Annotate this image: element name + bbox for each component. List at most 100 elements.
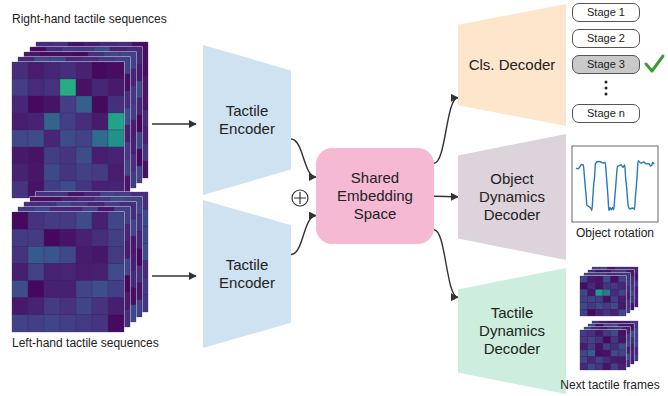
- heatmap-cell: [28, 298, 44, 315]
- heatmap-cell: [108, 130, 124, 147]
- heatmap-cell: [60, 281, 76, 298]
- heatmap-cell: [44, 62, 60, 79]
- heatmap-cell: [603, 309, 611, 316]
- heatmap-cell: [588, 283, 596, 290]
- connector-arrow: [434, 98, 458, 164]
- heatmap-cell: [76, 263, 92, 280]
- heatmap-cell: [44, 246, 60, 263]
- heatmap-cell: [92, 62, 108, 79]
- heatmap-cell: [12, 130, 28, 147]
- heatmap-cell: [76, 62, 92, 79]
- tactile-frame: [588, 270, 634, 310]
- heatmap-cell: [44, 229, 60, 246]
- heatmap-cell: [611, 357, 619, 364]
- ellipsis-dot: [605, 81, 608, 84]
- heatmap-cell: [12, 147, 28, 164]
- heatmap-cell: [580, 289, 588, 296]
- heatmap-cell: [60, 96, 76, 113]
- heatmap-cell: [108, 315, 124, 332]
- heatmap-cell: [603, 283, 611, 290]
- stage-box: Stage n: [572, 104, 640, 123]
- heatmap-cell: [108, 229, 124, 246]
- heatmap-cell: [596, 344, 604, 351]
- frame-border: [592, 267, 638, 307]
- heatmap-cell: [76, 246, 92, 263]
- heatmap-cell: [619, 344, 627, 351]
- tactile-frame: [36, 192, 148, 312]
- heatmap-cell: [60, 62, 76, 79]
- heatmap-cell: [603, 357, 611, 364]
- heatmap-cell: [28, 147, 44, 164]
- decoder-trapezoid: Object Dynamics Decoder: [458, 134, 566, 260]
- tactile-frame: [18, 57, 130, 193]
- heatmap-cell: [611, 331, 619, 338]
- input-arrow: [152, 275, 196, 276]
- heatmap-cell: [588, 283, 596, 290]
- heatmap-cell: [44, 147, 60, 164]
- stage-box: Stage 2: [572, 29, 640, 48]
- ellipsis-dot: [605, 93, 608, 96]
- heatmap-cell: [28, 246, 44, 263]
- heatmap-cell: [92, 212, 108, 229]
- heatmap-cell: [28, 79, 44, 96]
- heatmap-cell: [611, 344, 619, 351]
- heatmap-cell: [76, 212, 92, 229]
- heatmap-cell: [44, 130, 60, 147]
- heatmap-cell: [108, 147, 124, 164]
- heatmap-cell: [108, 113, 124, 130]
- heatmap-cell: [603, 289, 611, 296]
- heatmap-cell: [108, 164, 124, 181]
- heatmap-cell: [76, 147, 92, 164]
- heatmap-cell: [108, 281, 124, 298]
- heatmap-cell: [60, 315, 76, 332]
- frame-border: [584, 273, 630, 313]
- heatmap-cell: [603, 337, 611, 344]
- heatmap-cell: [76, 281, 92, 298]
- heatmap-cell: [108, 246, 124, 263]
- heatmap-cell: [603, 357, 611, 364]
- heatmap-cell: [28, 62, 44, 79]
- heatmap-cell: [596, 351, 604, 358]
- heatmap-cell: [12, 113, 28, 130]
- tactile-frame: [588, 324, 634, 364]
- tactile-frame: [30, 197, 142, 317]
- heatmap-cell: [92, 298, 108, 315]
- plot-frame: [572, 146, 658, 222]
- heatmap-cell: [588, 277, 596, 284]
- heatmap-cell: [611, 277, 619, 284]
- heatmap-cell: [596, 357, 604, 364]
- heatmap-cell: [603, 351, 611, 358]
- frame-border: [12, 62, 124, 198]
- rotation-curve: [576, 161, 654, 211]
- input-arrows: [152, 124, 196, 276]
- heatmap-cell: [588, 363, 596, 370]
- heatmap-cell: [603, 276, 611, 283]
- heatmap-cell: [44, 96, 60, 113]
- block-label: Tactile Encoder: [213, 256, 281, 292]
- heatmap-cell: [618, 330, 626, 337]
- heatmap-cell: [611, 343, 619, 350]
- heatmap-cell: [588, 290, 596, 297]
- heatmap-cell: [618, 309, 626, 316]
- heatmap-cell: [28, 315, 44, 332]
- heatmap-cell: [28, 229, 44, 246]
- frame-border: [18, 207, 130, 327]
- frame-border: [588, 270, 634, 310]
- heatmap-cell: [595, 309, 603, 316]
- heatmap-cell: [611, 357, 619, 364]
- heatmap-cell: [619, 351, 627, 358]
- heatmap-cell: [595, 303, 603, 310]
- heatmap-cell: [28, 164, 44, 181]
- heatmap-cell: [580, 276, 588, 283]
- heatmap-cell: [588, 303, 596, 310]
- heatmap-cell: [76, 113, 92, 130]
- frame-border: [580, 276, 626, 316]
- decoder-trapezoid: Tactile Dynamics Decoder: [458, 268, 566, 394]
- heatmap-cell: [603, 344, 611, 351]
- heatmap-cell: [611, 297, 619, 304]
- heatmap-cell: [619, 337, 627, 344]
- heatmap-cell: [12, 298, 28, 315]
- frame-border: [36, 192, 148, 312]
- heatmap-cell: [580, 296, 588, 303]
- heatmap-cell: [619, 331, 627, 338]
